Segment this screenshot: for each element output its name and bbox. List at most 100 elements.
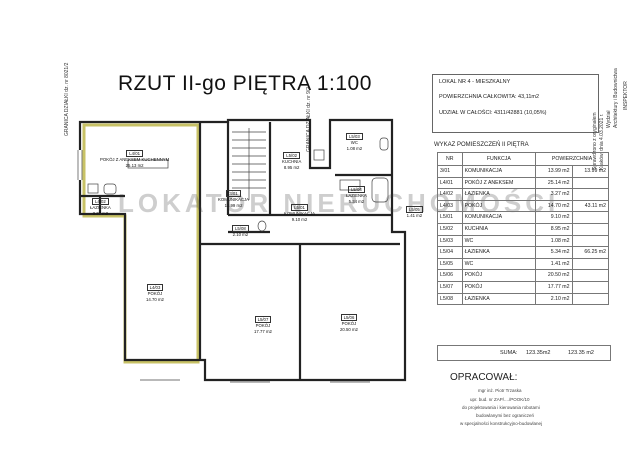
- room-area: 13.99 m2: [224, 202, 243, 208]
- room-code: L5/06: [340, 314, 358, 322]
- room-label-l501: L5/01 KOMUNIKACJA 9.10 m2: [284, 204, 315, 222]
- room-function: ŁAZIENKA: [90, 205, 111, 211]
- table-cell: ŁAZIENKA: [461, 188, 537, 201]
- room-function: POKÓJ: [255, 323, 271, 329]
- table-cell: 1.08 m2: [535, 234, 573, 248]
- table-header-row: NR FUNKCJA POWIERZCHNIA: [437, 152, 609, 166]
- room-code: L4/01: [126, 150, 143, 158]
- room-function: POKÓJ: [341, 321, 357, 327]
- table-cell: L5/03: [437, 234, 463, 248]
- table-cell: 14.70 m2: [535, 199, 573, 213]
- table-cell: [571, 176, 610, 190]
- room-function: POKÓJ Z ANEKSEM KUCHENNYM: [100, 157, 170, 163]
- room-label-l506: L5/06 POKÓJ 20.50 m2: [340, 314, 358, 332]
- table-header: FUNKCJA: [461, 152, 537, 166]
- table-cell: ŁAZIENKA: [461, 246, 537, 259]
- table-cell: 3.27 m2: [535, 188, 573, 201]
- table-cell: POKÓJ: [461, 280, 537, 294]
- room-label-l401: L4/01 POKÓJ Z ANEKSEM KUCHENNYM 25.13 m2: [100, 150, 169, 168]
- room-label-l502: L5/02 KUCHNIA 8.95 m2: [282, 152, 301, 170]
- room-code: 3/01: [226, 190, 241, 198]
- table-cell: L4/03: [437, 199, 463, 213]
- table-cell: 25.14 m2: [535, 176, 573, 190]
- room-area: 3.27 m2: [92, 210, 109, 216]
- table-cell: [571, 269, 610, 282]
- table-cell: ŁAZIENKA: [461, 292, 537, 306]
- room-function: WC: [350, 140, 358, 146]
- author-line: upr. bud. nr ZAP/..../POOK/10: [470, 397, 530, 402]
- room-function: KUCHNIA: [282, 159, 302, 165]
- room-label-k301: 3/01 KOMUNIKACJA 13.99 m2: [218, 190, 249, 208]
- info-area-label: POWIERZCHNIA CAŁKOWITA:: [439, 94, 517, 100]
- table-cell: 13.99 m2: [535, 165, 573, 178]
- table-cell: [571, 211, 610, 224]
- room-area: 2.10 m2: [232, 232, 249, 238]
- table-cell: 13.99 m2: [571, 165, 610, 178]
- room-area: 9.10 m2: [291, 216, 308, 222]
- table-cell: POKÓJ: [461, 269, 537, 282]
- room-code: L5/05: [406, 206, 423, 214]
- room-area: 14.70 m2: [146, 296, 164, 302]
- author-line: w specjalności konstrukcyjno-budowlanej: [460, 421, 543, 426]
- sum-value: 123.35 m2: [568, 350, 594, 356]
- author-line: budowlanymi bez ograniczeń: [476, 413, 535, 418]
- table-cell: L5/01: [437, 211, 463, 224]
- table-cell: KOMUNIKACJA: [461, 211, 537, 224]
- room-code: L5/07: [254, 316, 272, 324]
- room-area: 5.34 m2: [348, 198, 365, 204]
- apartment-info-box: LOKAL NR 4 - MIESZKALNY POWIERZCHNIA CAŁ…: [432, 74, 599, 133]
- room-label-l402: L4/02 ŁAZIENKA 3.27 m2: [90, 198, 111, 216]
- table-header: POWIERZCHNIA: [535, 152, 609, 166]
- table-cell: [571, 222, 610, 236]
- drawing-title: RZUT II-go PIĘTRA 1:100: [118, 72, 372, 95]
- table-cell: 43.11 m2: [571, 199, 610, 213]
- room-area: 20.50 m2: [340, 326, 358, 332]
- table-cell: 9.10 m2: [535, 211, 573, 224]
- author-line: do projektowania i kierowania robotami: [462, 405, 540, 410]
- room-area: 8.95 m2: [283, 164, 300, 170]
- room-label-l503: L5/03 WC 1.08 m2: [346, 133, 363, 151]
- prepared-by-label: OPRACOWAŁ:: [450, 372, 518, 383]
- table-cell: L5/05: [437, 257, 463, 271]
- room-area: 25.13 m2: [125, 162, 144, 168]
- info-lokal: LOKAL NR 4 - MIESZKALNY: [439, 79, 511, 85]
- room-area: 1.08 m2: [346, 145, 363, 151]
- table-header: NR: [437, 152, 463, 166]
- author-line: mgr inż. Piotr Trzaska: [478, 388, 522, 393]
- table-cell: L4/01: [437, 176, 463, 190]
- room-code: L5/01: [291, 204, 308, 212]
- table-cell: KOMUNIKACJA: [461, 165, 537, 178]
- table-cell: [571, 234, 610, 248]
- room-function: POKÓJ: [147, 291, 163, 297]
- room-label-l403: L4/03 POKÓJ 14.70 m2: [146, 284, 164, 302]
- room-code: L5/08: [232, 225, 249, 233]
- table-cell: 66.25 m2: [571, 246, 610, 259]
- table-cell: 2.10 m2: [535, 292, 573, 306]
- table-cell: WC: [461, 257, 537, 271]
- table-cell: WC: [461, 234, 537, 248]
- room-label-l505: L5/05 1.41 m2: [406, 206, 423, 219]
- room-label-l507: L5/07 POKÓJ 17.77 m2: [254, 316, 272, 334]
- room-function: KOMUNIKACJA: [218, 197, 250, 203]
- table-cell: 3/01: [437, 165, 463, 178]
- table-cell: POKÓJ: [461, 199, 537, 213]
- room-function: ŁAZIENKA: [346, 193, 367, 199]
- info-area-value: 43,11m2: [518, 94, 540, 100]
- table-cell: L5/02: [437, 222, 463, 236]
- sum-label: SUMA:: [500, 350, 518, 356]
- table-cell: 17.77 m2: [535, 280, 573, 294]
- table-cell: L5/07: [437, 280, 463, 294]
- sum-value: 123.35m2: [526, 350, 551, 356]
